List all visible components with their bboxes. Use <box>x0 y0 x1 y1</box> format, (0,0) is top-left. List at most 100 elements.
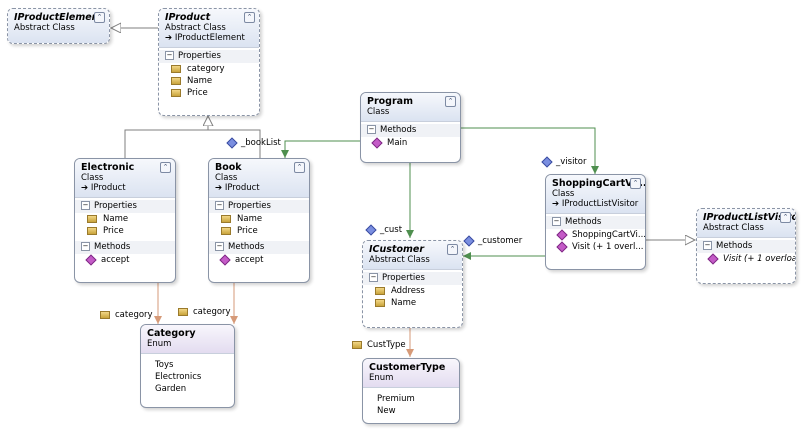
icustomer-kind: Abstract Class <box>369 255 430 265</box>
collapse-section-icon[interactable]: − <box>81 201 90 210</box>
property-icon <box>171 76 181 85</box>
property-item[interactable]: category <box>165 63 253 75</box>
edge-label-text: _customer <box>478 236 523 246</box>
edge-label-booklist[interactable]: _bookList <box>226 136 281 149</box>
electronic-properties-section: −Properties Name Price <box>75 198 175 239</box>
property-item[interactable]: Name <box>81 213 169 225</box>
method-item[interactable]: Main <box>367 136 454 149</box>
edge-label-category-right[interactable]: category <box>178 307 231 317</box>
collapse-section-icon[interactable]: − <box>552 217 561 226</box>
section-header[interactable]: −Properties <box>209 200 309 213</box>
property-item[interactable]: Name <box>369 297 456 309</box>
collapse-icon[interactable]: ⌃ <box>447 244 458 255</box>
shoppingcartvisitor-shape[interactable]: ShoppingCartVi... Class ➔ IProductListVi… <box>545 174 646 270</box>
collapse-icon[interactable]: ⌃ <box>244 12 255 23</box>
collapse-section-icon[interactable]: − <box>165 51 174 60</box>
category-enum-shape[interactable]: Category Enum Toys Electronics Garden <box>140 324 235 408</box>
iproductlistvisitor-shape[interactable]: IProductListVisitor Abstract Class ⌃ −Me… <box>696 208 796 284</box>
collapse-section-icon[interactable]: − <box>215 201 224 210</box>
property-item[interactable]: Price <box>165 87 253 99</box>
edge-label-cust[interactable]: _cust <box>365 223 403 236</box>
section-header[interactable]: −Methods <box>361 124 460 137</box>
collapse-icon[interactable]: ⌃ <box>445 96 456 107</box>
method-item[interactable]: ShoppingCartVi... <box>552 228 645 241</box>
section-title: Methods <box>228 242 265 252</box>
enum-value[interactable]: Toys <box>155 360 174 370</box>
enum-value[interactable]: New <box>377 406 396 416</box>
association-icon <box>365 223 377 236</box>
customertype-enum-shape[interactable]: CustomerType Enum Premium New <box>362 358 460 424</box>
icustomer-header: ICustomer Abstract Class ⌃ <box>363 241 462 270</box>
section-header[interactable]: −Methods <box>209 241 309 254</box>
edge-label-visitor[interactable]: _visitor <box>541 155 586 168</box>
section-header[interactable]: −Properties <box>75 200 175 213</box>
property-item[interactable]: Name <box>215 213 303 225</box>
property-icon <box>100 310 110 319</box>
collapse-icon[interactable]: ⌃ <box>630 178 641 189</box>
collapse-icon[interactable]: ⌃ <box>160 162 171 173</box>
property-label: Name <box>103 214 129 224</box>
icustomer-shape[interactable]: ICustomer Abstract Class ⌃ −Properties A… <box>362 240 463 328</box>
association-booklist[interactable] <box>281 140 360 158</box>
section-header[interactable]: −Properties <box>159 50 259 63</box>
iproduct-shape[interactable]: IProduct Abstract Class ➔ IProductElemen… <box>158 8 260 116</box>
program-kind: Class <box>367 107 390 117</box>
electronic-shape[interactable]: Electronic Class ➔ IProduct ⌃ −Propertie… <box>74 158 176 283</box>
iproduct-name: IProduct <box>165 12 211 23</box>
program-shape[interactable]: Program Class ⌃ −Methods Main <box>360 92 461 163</box>
property-item[interactable]: Price <box>215 225 303 237</box>
edge-label-text: _cust <box>380 225 403 235</box>
book-base: ➔ IProduct <box>215 183 260 193</box>
property-icon <box>87 214 97 223</box>
section-title: Methods <box>94 242 131 252</box>
edge-label-category-left[interactable]: category <box>100 310 153 320</box>
electronic-header: Electronic Class ➔ IProduct ⌃ <box>75 159 175 198</box>
iproductlistvisitor-methods-section: −Methods Visit (+ 1 overload) <box>697 238 795 267</box>
iproductlistvisitor-kind: Abstract Class <box>703 223 764 233</box>
property-icon <box>171 88 181 97</box>
edge-label-text: category <box>115 310 153 320</box>
program-methods-section: −Methods Main <box>361 122 460 151</box>
property-item[interactable]: Price <box>81 225 169 237</box>
inheritance-electronic-iproduct[interactable] <box>124 116 208 158</box>
edge-label-customer[interactable]: _customer <box>463 234 523 247</box>
iproductelement-shape[interactable]: IProductElement Abstract Class ⌃ <box>7 8 110 44</box>
collapse-section-icon[interactable]: − <box>703 241 712 250</box>
collapse-section-icon[interactable]: − <box>369 273 378 282</box>
method-item[interactable]: accept <box>81 253 169 266</box>
iproductelement-name: IProductElement <box>14 12 103 23</box>
method-item[interactable]: Visit (+ 1 overload) <box>703 252 795 265</box>
inheritance-book-iproduct[interactable] <box>208 129 261 158</box>
shoppingcart-kind: Class <box>552 189 575 199</box>
section-title: Methods <box>380 125 417 135</box>
enum-value[interactable]: Electronics <box>155 372 202 382</box>
collapse-icon[interactable]: ⌃ <box>780 212 791 223</box>
collapse-icon[interactable]: ⌃ <box>294 162 305 173</box>
property-label: Name <box>237 214 263 224</box>
enum-value[interactable]: Premium <box>377 394 415 404</box>
association-icon <box>541 155 553 168</box>
edge-label-text: _bookList <box>241 138 281 148</box>
section-header[interactable]: −Methods <box>697 240 795 253</box>
category-values: Toys Electronics Garden <box>141 354 234 397</box>
section-header[interactable]: −Properties <box>363 272 462 285</box>
section-header[interactable]: −Methods <box>75 241 175 254</box>
method-item[interactable]: accept <box>215 253 303 266</box>
program-header: Program Class ⌃ <box>361 93 460 122</box>
property-icon <box>352 340 362 349</box>
iproductelement-kind: Abstract Class <box>14 23 75 33</box>
enum-value[interactable]: Garden <box>155 384 187 394</box>
collapse-section-icon[interactable]: − <box>215 242 224 251</box>
property-icon <box>178 307 188 316</box>
book-shape[interactable]: Book Class ➔ IProduct ⌃ −Properties Name… <box>208 158 310 283</box>
collapse-section-icon[interactable]: − <box>81 242 90 251</box>
edge-label-custtype[interactable]: CustType <box>352 340 406 350</box>
property-item[interactable]: Address <box>369 285 456 297</box>
method-item[interactable]: Visit (+ 1 overl... <box>552 240 644 253</box>
section-header[interactable]: −Methods <box>546 216 645 229</box>
collapse-section-icon[interactable]: − <box>367 125 376 134</box>
property-icon <box>221 214 231 223</box>
property-item[interactable]: Name <box>165 75 253 87</box>
expand-icon[interactable]: ⌃ <box>94 12 105 23</box>
association-visitor[interactable] <box>461 127 599 174</box>
